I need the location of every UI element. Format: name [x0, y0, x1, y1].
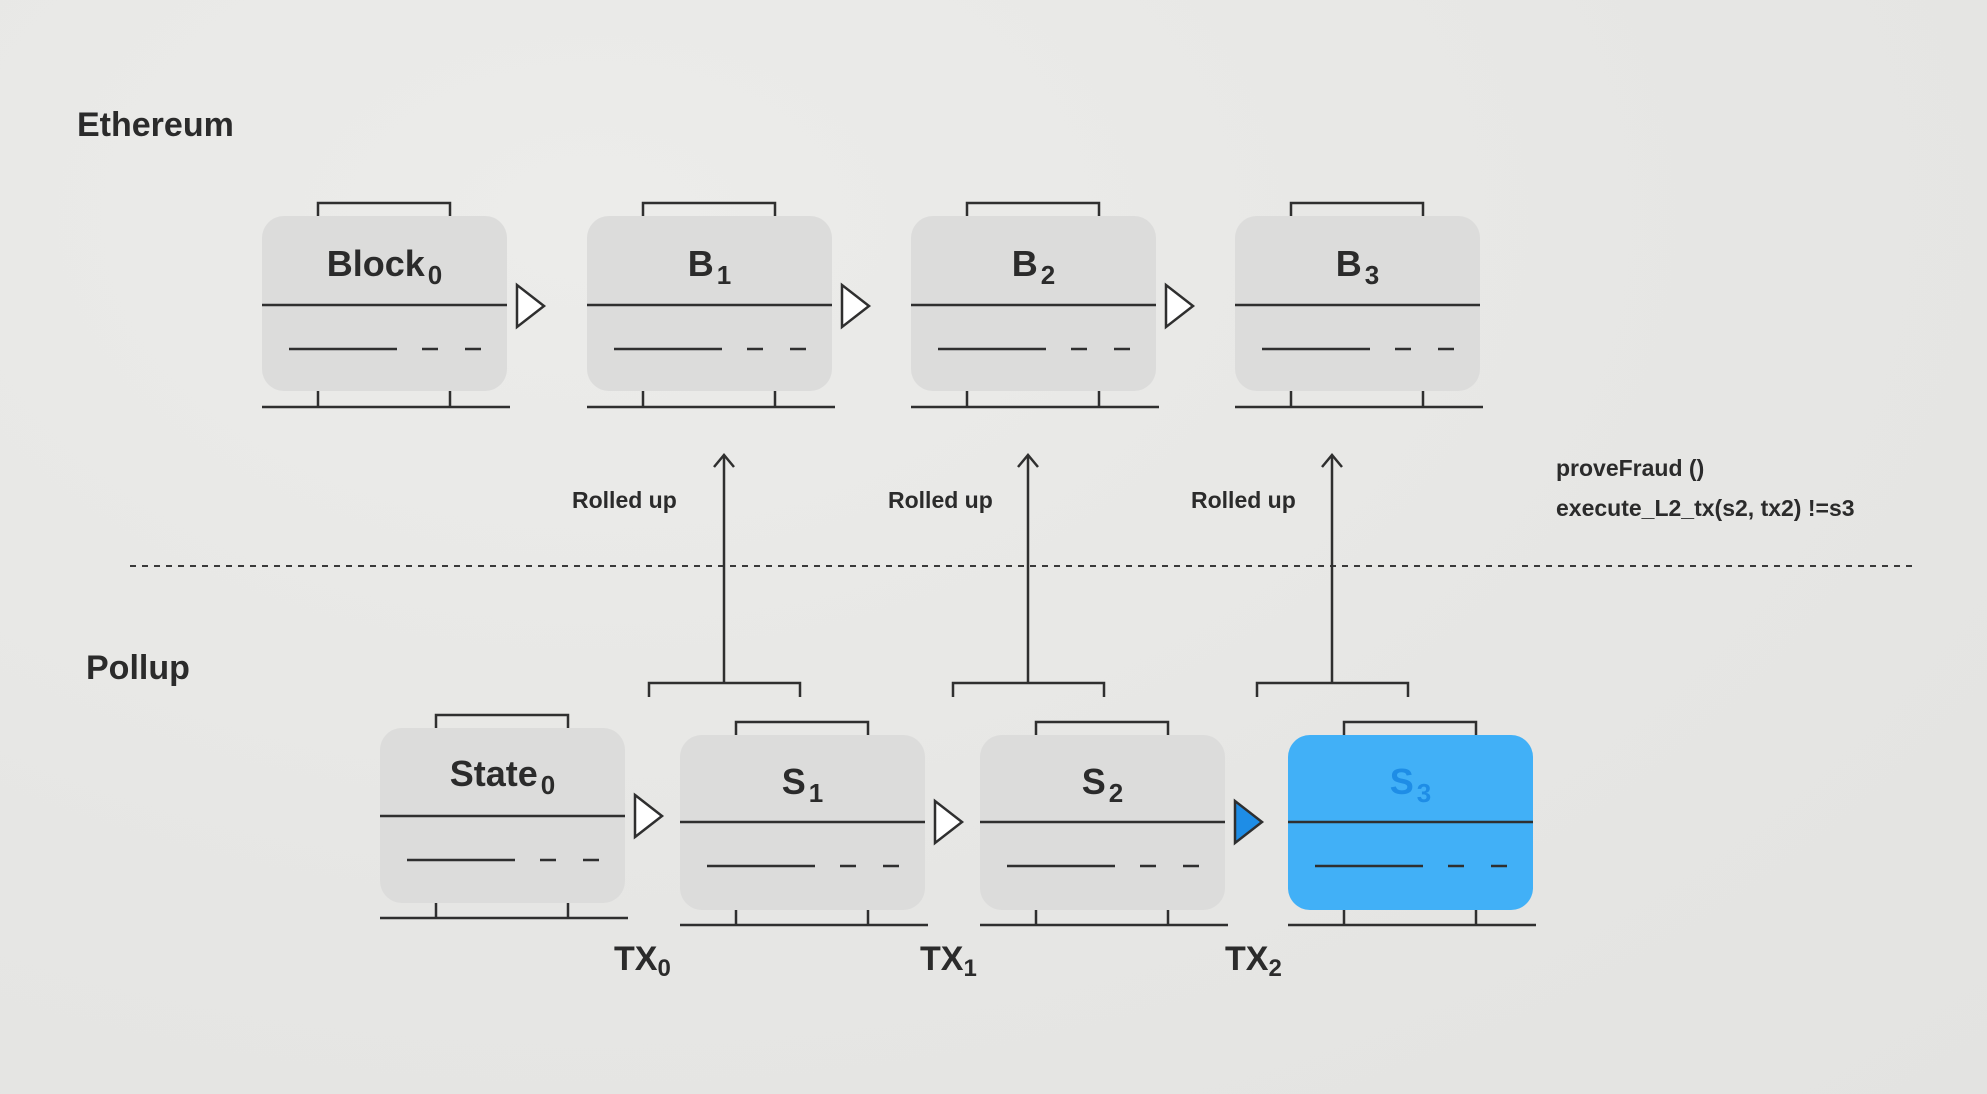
- rolled-up-label-3: Rolled up: [1191, 487, 1296, 513]
- chain-arrow-block-1-2: [840, 282, 872, 330]
- pollup-state-0: [380, 713, 628, 920]
- execute-check: execute_L2_tx(s2, tx2) !=s3: [1556, 495, 1855, 521]
- pollup-state-1: [680, 720, 928, 927]
- pollup-state-3: [1288, 720, 1536, 927]
- ethereum-block-3: [1235, 201, 1483, 409]
- tx-label-1: TX1: [920, 940, 977, 982]
- ethereum-block-0: [262, 201, 510, 409]
- rolled-up-label-2: Rolled up: [888, 487, 993, 513]
- pollup-state-2: [980, 720, 1228, 927]
- prove-fraud-call: proveFraud (): [1556, 455, 1705, 481]
- rollup-arrow-1: [647, 453, 802, 697]
- state-arrow-1-2: [933, 798, 965, 846]
- state-arrow-2-3: [1233, 798, 1265, 846]
- tx-label-0: TX0: [614, 940, 671, 982]
- state-arrow-0-1: [633, 792, 665, 840]
- pollup-title: Pollup: [86, 649, 190, 687]
- ethereum-block-1: [587, 201, 835, 409]
- rollup-arrow-2: [951, 453, 1106, 697]
- chain-arrow-block-2-3: [1164, 282, 1196, 330]
- tx-label-2: TX2: [1225, 940, 1282, 982]
- rollup-arrow-3: [1255, 453, 1410, 697]
- ethereum-block-2: [911, 201, 1159, 409]
- rolled-up-label-1: Rolled up: [572, 487, 677, 513]
- chain-arrow-block-0-1: [515, 282, 547, 330]
- ethereum-title: Ethereum: [77, 106, 234, 144]
